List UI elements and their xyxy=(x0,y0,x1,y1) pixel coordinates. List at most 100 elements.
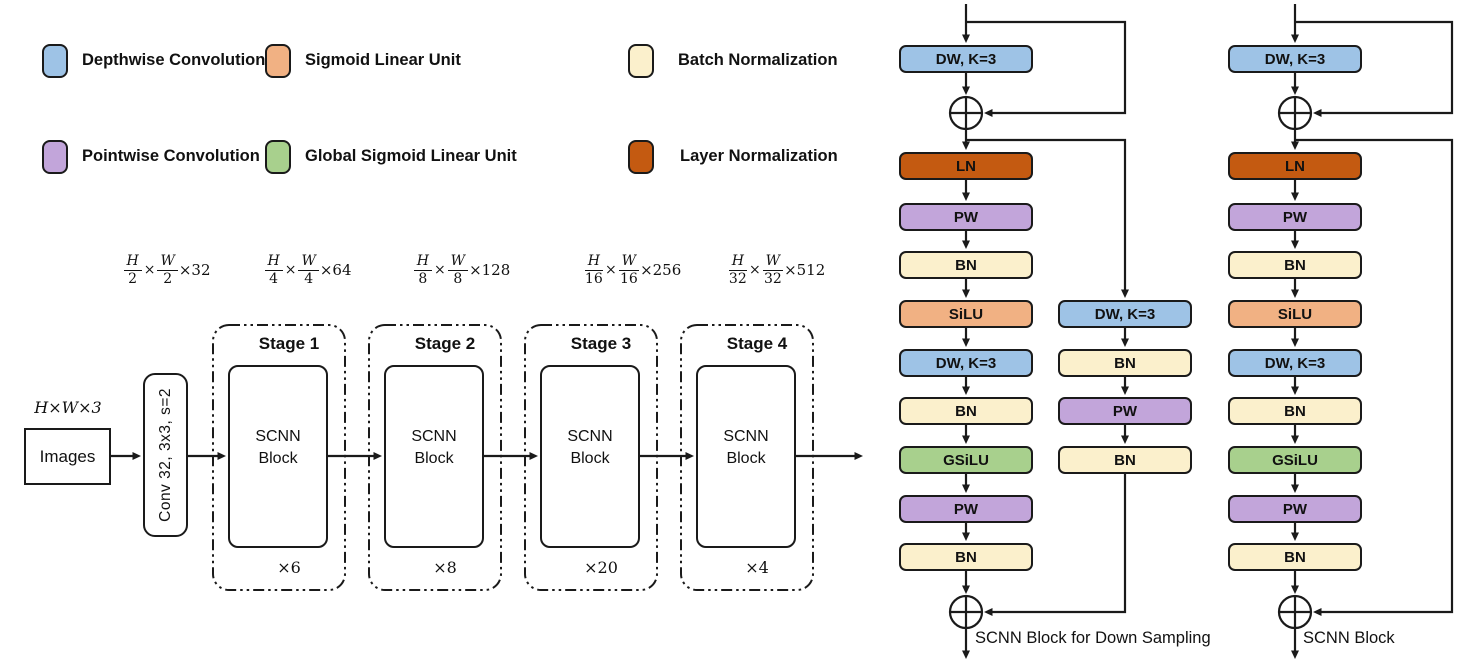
legend-label-layernorm: Layer Normalization xyxy=(680,147,838,165)
stage1-multiplier: ×6 xyxy=(277,558,301,577)
stage4-frame xyxy=(680,324,814,591)
stage3-scnn-block-box xyxy=(540,365,640,548)
block-label: PW xyxy=(1282,500,1308,518)
legend-swatch-layernorm xyxy=(628,140,654,174)
block-label: BN xyxy=(1284,548,1306,566)
reg-block-bn2: BN xyxy=(1228,397,1362,425)
scnn-line2: Block xyxy=(414,450,454,467)
scnn-line2: Block xyxy=(726,450,766,467)
stem-conv-box: Conv 32, 3x3, s=2 xyxy=(143,373,188,537)
stage1-scnn-block-box xyxy=(228,365,328,548)
legend-label-depthwise: Depthwise Convolution xyxy=(82,51,266,69)
block-label: BN xyxy=(1114,354,1136,372)
scnn-line1: SCNN xyxy=(723,428,769,445)
block-label: LN xyxy=(956,157,976,175)
block-label: PW xyxy=(953,500,979,518)
stem-conv-label: Conv 32, 3x3, s=2 xyxy=(156,388,174,522)
ds-side-block-bn1: BN xyxy=(1058,349,1192,377)
block-label: SiLU xyxy=(1277,305,1313,323)
images-label: Images xyxy=(39,446,96,466)
downsample-wiring xyxy=(962,4,1129,659)
reg-block-bn1: BN xyxy=(1228,251,1362,279)
ds-block-bn1: BN xyxy=(899,251,1033,279)
legend-label-silu: Sigmoid Linear Unit xyxy=(305,51,461,69)
legend-label-batchnorm: Batch Normalization xyxy=(678,51,838,69)
stage-dashed-frames xyxy=(212,324,814,591)
ds-block-bn3: BN xyxy=(899,543,1033,571)
ds-block-ln: LN xyxy=(899,152,1033,180)
ds-add-icon-top xyxy=(948,95,984,131)
stage3-multiplier: ×20 xyxy=(584,558,618,577)
images-box: Images xyxy=(24,428,111,485)
stage4-scnn-block-label: SCNN Block xyxy=(696,426,796,470)
reg-block-silu: SiLU xyxy=(1228,300,1362,328)
stage3-scnn-block-label: SCNN Block xyxy=(540,426,640,470)
block-label: DW, K=3 xyxy=(1264,50,1326,68)
ds-block-bn2: BN xyxy=(899,397,1033,425)
regular-wiring xyxy=(1291,4,1454,659)
legend-label-gsilu: Global Sigmoid Linear Unit xyxy=(305,147,517,165)
legend-swatch-batchnorm xyxy=(628,44,654,78)
scnn-line2: Block xyxy=(258,450,298,467)
block-label: BN xyxy=(955,256,977,274)
ds-block-dw1: DW, K=3 xyxy=(899,45,1033,73)
stage1-frame xyxy=(212,324,346,591)
ds-block-dw2: DW, K=3 xyxy=(899,349,1033,377)
stage4-scnn-block-box xyxy=(696,365,796,548)
ds-block-gsilu: GSiLU xyxy=(899,446,1033,474)
scnn-line1: SCNN xyxy=(411,428,457,445)
block-label: BN xyxy=(1284,256,1306,274)
reg-block-dw2: DW, K=3 xyxy=(1228,349,1362,377)
reg-block-pw1: PW xyxy=(1228,203,1362,231)
scnn-line2: Block xyxy=(570,450,610,467)
block-label: GSiLU xyxy=(943,451,989,469)
reg-add-icon-bottom xyxy=(1277,594,1313,630)
block-label: SiLU xyxy=(948,305,984,323)
stage2-multiplier: ×8 xyxy=(433,558,457,577)
block-label: PW xyxy=(1112,402,1138,420)
reg-block-ln: LN xyxy=(1228,152,1362,180)
block-label: LN xyxy=(1285,157,1305,175)
scnn-line1: SCNN xyxy=(255,428,301,445)
block-label: BN xyxy=(955,548,977,566)
stage1-scnn-block-label: SCNN Block xyxy=(228,426,328,470)
stage4-title: Stage 4 xyxy=(726,334,788,353)
input-dim-label: H×W×3 xyxy=(34,398,102,417)
reg-block-gsilu: GSiLU xyxy=(1228,446,1362,474)
ds-side-block-pw: PW xyxy=(1058,397,1192,425)
reg-block-dw1: DW, K=3 xyxy=(1228,45,1362,73)
stage2-frame xyxy=(368,324,502,591)
ds-side-block-bn2: BN xyxy=(1058,446,1192,474)
block-label: BN xyxy=(1284,402,1306,420)
stage2-title: Stage 2 xyxy=(414,334,476,353)
block-label: DW, K=3 xyxy=(1094,305,1156,323)
legend-swatch-pointwise xyxy=(42,140,68,174)
legend-swatch-depthwise xyxy=(42,44,68,78)
downsample-caption: SCNN Block for Down Sampling xyxy=(975,629,1211,647)
stage2-scnn-block-label: SCNN Block xyxy=(384,426,484,470)
stage3-title: Stage 3 xyxy=(570,334,632,353)
block-label: BN xyxy=(955,402,977,420)
legend-swatch-gsilu xyxy=(265,140,291,174)
reg-block-pw2: PW xyxy=(1228,495,1362,523)
block-label: DW, K=3 xyxy=(935,354,997,372)
block-label: PW xyxy=(953,208,979,226)
ds-block-pw2: PW xyxy=(899,495,1033,523)
reg-add-icon-top xyxy=(1277,95,1313,131)
legend-label-pointwise: Pointwise Convolution xyxy=(82,147,260,165)
